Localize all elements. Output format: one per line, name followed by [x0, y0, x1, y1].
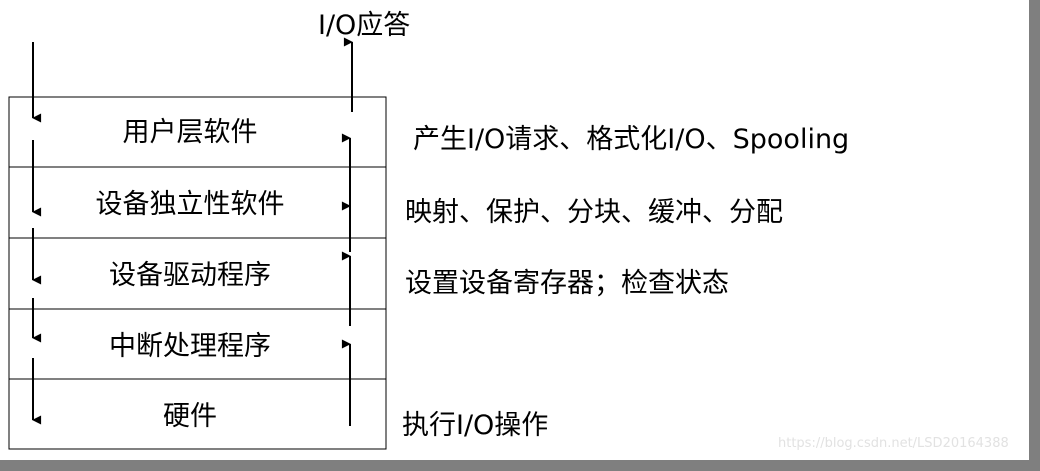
layer-label-hardware: 硬件 — [163, 401, 217, 432]
layer-description-hardware: 执行I/O操作 — [402, 410, 549, 441]
watermark: https://blog.csdn.net/LSD20164388 — [778, 436, 1009, 451]
layer-description-device-driver: 设置设备寄存器；检查状态 — [405, 268, 729, 299]
layer-description-user: 产生I/O请求、格式化I/O、Spooling — [413, 124, 850, 155]
layer-label-user: 用户层软件 — [123, 117, 258, 148]
layer-label-device-driver: 设备驱动程序 — [109, 260, 271, 291]
layer-label-device-independent: 设备独立性软件 — [96, 189, 285, 220]
layer-stack-frame — [8, 96, 387, 450]
image-border-bottom — [0, 460, 1040, 471]
layer-description-device-independent: 映射、保护、分块、缓冲、分配 — [405, 197, 783, 228]
io-response-label: I/O应答 — [318, 10, 411, 41]
image-border-right — [1029, 0, 1040, 471]
layer-label-interrupt-handler: 中断处理程序 — [109, 331, 271, 362]
